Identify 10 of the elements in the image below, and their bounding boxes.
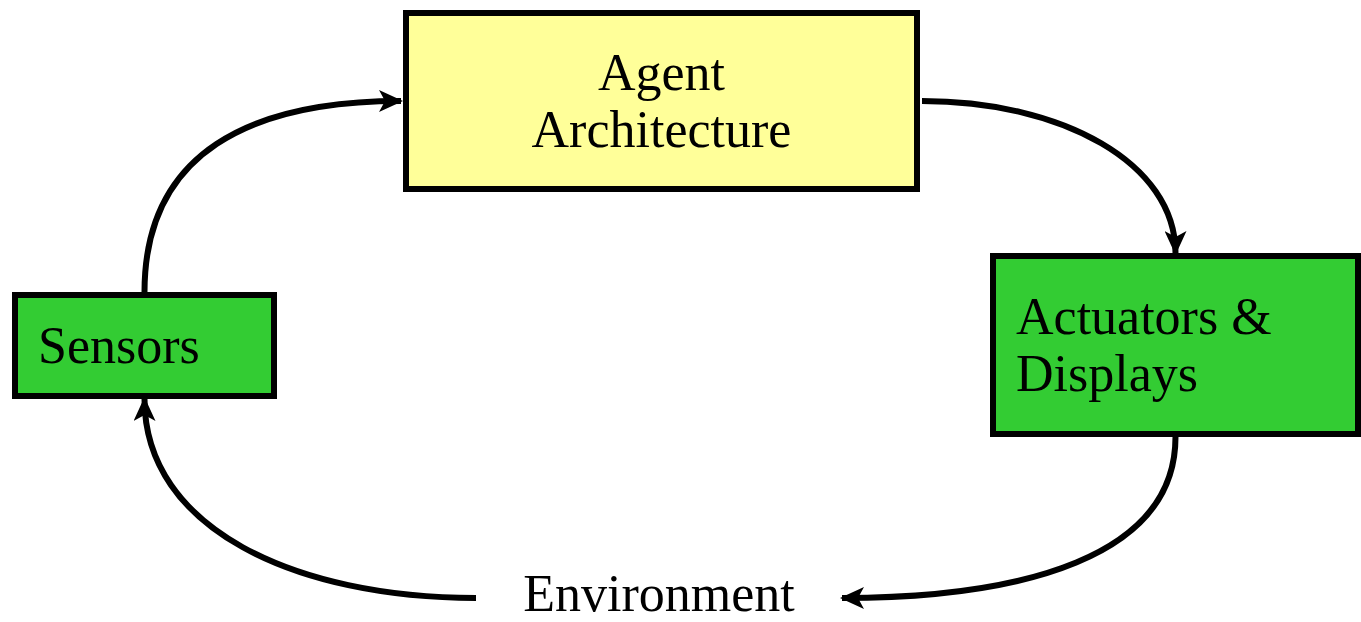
process-box bbox=[990, 253, 1361, 437]
arrow bbox=[840, 436, 1179, 609]
node-label: Agent Architecture bbox=[530, 43, 793, 159]
node-label: Sensors bbox=[38, 316, 200, 375]
arrow bbox=[141, 90, 403, 293]
arrow bbox=[135, 397, 477, 601]
arrow bbox=[921, 98, 1185, 255]
node-label: Actuators & Displays bbox=[1016, 287, 1273, 403]
process-box bbox=[403, 10, 920, 192]
process-box bbox=[12, 292, 277, 399]
